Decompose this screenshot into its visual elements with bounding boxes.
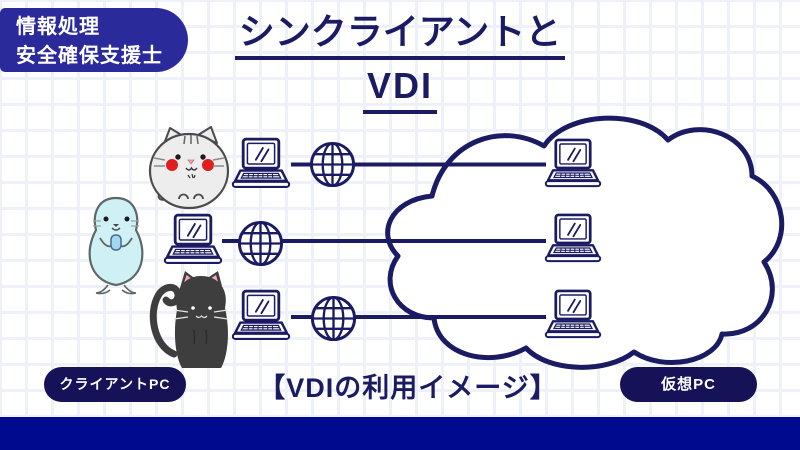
badge-line1: 情報処理 <box>16 16 100 38</box>
gray-cat-character <box>148 126 230 210</box>
title-line1: シンクライアントと <box>234 14 566 60</box>
page-title: シンクライアントと VDI <box>190 14 610 114</box>
client-laptop-icon-3 <box>231 289 291 341</box>
title-line2: VDI <box>362 68 437 114</box>
client-laptop-icon-1 <box>231 137 291 189</box>
virtual-pc-label: 仮想PC <box>620 367 757 402</box>
badge-line2: 安全確保支援士 <box>16 45 163 67</box>
client-pc-label: クライアントPC <box>44 367 186 402</box>
black-cat-character <box>149 271 229 368</box>
seal-character <box>88 196 144 295</box>
internet-globe-icon-2 <box>237 220 284 267</box>
internet-globe-icon-3 <box>310 295 357 342</box>
client-laptop-icon-2 <box>163 213 223 265</box>
bottom-bar <box>0 417 800 450</box>
internet-globe-icon-1 <box>309 141 356 188</box>
qualification-badge: 情報処理 安全確保支援士 <box>0 8 188 72</box>
diagram-caption: 【VDIの利用イメージ】 <box>258 373 558 403</box>
